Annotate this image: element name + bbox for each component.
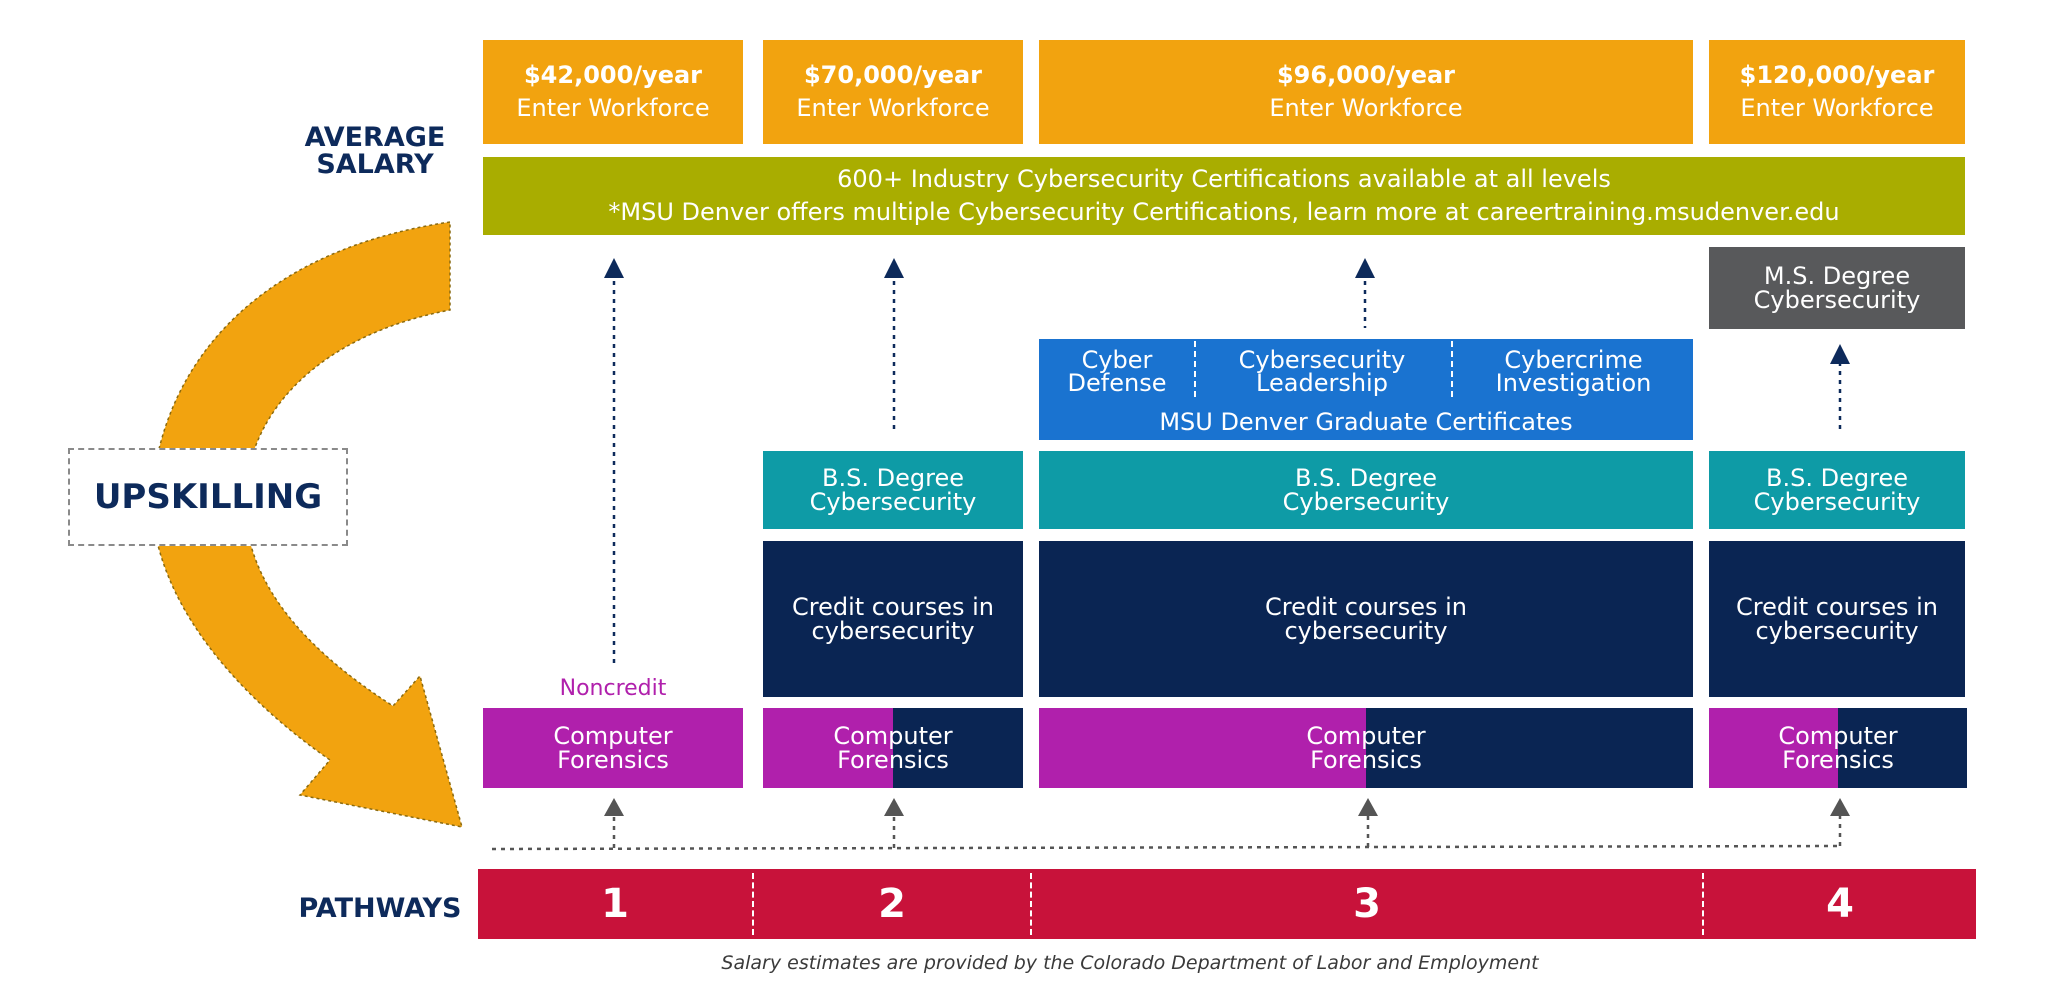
computer-forensics-line1: Computer	[833, 722, 953, 750]
credit-courses-line2: cybersecurity	[1755, 617, 1919, 645]
cert-divider	[1451, 341, 1453, 397]
average-salary-label-line1: AVERAGE	[304, 122, 446, 153]
salary-amount: $120,000/year	[1739, 61, 1935, 89]
ms-degree-line2: Cybersecurity	[1753, 286, 1921, 314]
pathway-number-1: 1	[601, 881, 629, 927]
pathways-bar: 1 2 3 4	[478, 869, 1976, 939]
certifications-line2: *MSU Denver offers multiple Cybersecurit…	[608, 198, 1840, 226]
salary-action: Enter Workforce	[796, 94, 990, 122]
average-salary-label: AVERAGE SALARY	[290, 124, 460, 178]
industry-certifications-bar: 600+ Industry Cybersecurity Certificatio…	[483, 157, 1965, 235]
graduate-certificates-footer: MSU Denver Graduate Certificates	[1159, 408, 1573, 436]
computer-forensics-line1: Computer	[1778, 722, 1898, 750]
computer-forensics-line2: Forensics	[1310, 746, 1422, 774]
computer-forensics-box-2: Computer Forensics	[763, 708, 1023, 788]
ms-degree-box: M.S. Degree Cybersecurity	[1709, 247, 1965, 329]
salary-amount: $96,000/year	[1276, 61, 1456, 89]
bs-degree-box-4: B.S. Degree Cybersecurity	[1709, 451, 1965, 529]
credit-courses-line2: cybersecurity	[1284, 617, 1448, 645]
salary-action: Enter Workforce	[1269, 94, 1463, 122]
computer-forensics-box-4: Computer Forensics	[1709, 708, 1967, 788]
salary-amount: $42,000/year	[523, 61, 703, 89]
computer-forensics-line1: Computer	[553, 722, 673, 750]
bs-degree-line2: Cybersecurity	[1753, 488, 1921, 516]
cert-divider	[1194, 341, 1196, 397]
credit-courses-box-3: Credit courses in cybersecurity	[1039, 541, 1693, 697]
graduate-certificates-box: Cyber Defense Cybersecurity Leadership C…	[1039, 339, 1693, 440]
pathways-label: PATHWAYS	[298, 893, 462, 924]
cert-line2: Defense	[1067, 369, 1167, 397]
cert-line2: Leadership	[1256, 369, 1388, 397]
credit-courses-box-4: Credit courses in cybersecurity	[1709, 541, 1965, 697]
upskilling-connectors	[612, 272, 1842, 664]
ms-degree-line1: M.S. Degree	[1763, 262, 1911, 290]
computer-forensics-box-1: Computer Forensics	[483, 708, 743, 788]
credit-courses-line1: Credit courses in	[791, 593, 995, 621]
cert-line1: Cybersecurity	[1238, 346, 1406, 374]
salary-action: Enter Workforce	[516, 94, 710, 122]
salary-source-footnote: Salary estimates are provided by the Col…	[721, 952, 1539, 974]
noncredit-label: Noncredit	[559, 676, 667, 701]
bs-degree-line2: Cybersecurity	[809, 488, 977, 516]
bs-degree-line1: B.S. Degree	[1295, 464, 1437, 492]
credit-courses-line2: cybersecurity	[811, 617, 975, 645]
upskilling-label: UPSKILLING	[68, 448, 348, 546]
pathway-number-3: 3	[1353, 881, 1381, 927]
salary-action: Enter Workforce	[1740, 94, 1934, 122]
salary-amount: $70,000/year	[803, 61, 983, 89]
cert-cyber-defense: Cyber Defense	[1039, 346, 1195, 397]
salary-box-2: $70,000/year Enter Workforce	[763, 40, 1023, 144]
pathway-divider	[1702, 873, 1704, 935]
salary-box-1: $42,000/year Enter Workforce	[483, 40, 743, 144]
cert-cybersecurity-leadership: Cybersecurity Leadership	[1197, 346, 1447, 397]
computer-forensics-line2: Forensics	[837, 746, 949, 774]
bs-degree-box-2: B.S. Degree Cybersecurity	[763, 451, 1023, 529]
computer-forensics-line2: Forensics	[1782, 746, 1894, 774]
pathway-number-2: 2	[878, 881, 906, 927]
arrowheads-pathways	[604, 798, 1850, 816]
salary-box-4: $120,000/year Enter Workforce	[1709, 40, 1965, 144]
arrowheads-up	[604, 258, 1850, 364]
upskilling-curved-arrow	[151, 221, 464, 828]
computer-forensics-line2: Forensics	[557, 746, 669, 774]
bs-degree-line2: Cybersecurity	[1282, 488, 1450, 516]
pathway-divider	[1030, 873, 1032, 935]
certifications-line1: 600+ Industry Cybersecurity Certificatio…	[837, 165, 1611, 193]
computer-forensics-line1: Computer	[1306, 722, 1426, 750]
bs-degree-box-3: B.S. Degree Cybersecurity	[1039, 451, 1693, 529]
pathway-divider	[752, 873, 754, 935]
credit-courses-line1: Credit courses in	[1735, 593, 1939, 621]
computer-forensics-box-3: Computer Forensics	[1039, 708, 1693, 788]
pathway-number-4: 4	[1826, 881, 1854, 927]
bs-degree-line1: B.S. Degree	[822, 464, 964, 492]
cert-line1: Cyber	[1081, 346, 1153, 374]
bs-degree-line1: B.S. Degree	[1766, 464, 1908, 492]
salary-box-3: $96,000/year Enter Workforce	[1039, 40, 1693, 144]
pathway-connectors	[491, 812, 1842, 851]
average-salary-label-line2: SALARY	[316, 149, 434, 180]
cert-cybercrime-investigation: Cybercrime Investigation	[1454, 346, 1693, 397]
credit-courses-line1: Credit courses in	[1264, 593, 1468, 621]
cert-line2: Investigation	[1495, 369, 1652, 397]
cert-line1: Cybercrime	[1504, 346, 1643, 374]
credit-courses-box-2: Credit courses in cybersecurity	[763, 541, 1023, 697]
